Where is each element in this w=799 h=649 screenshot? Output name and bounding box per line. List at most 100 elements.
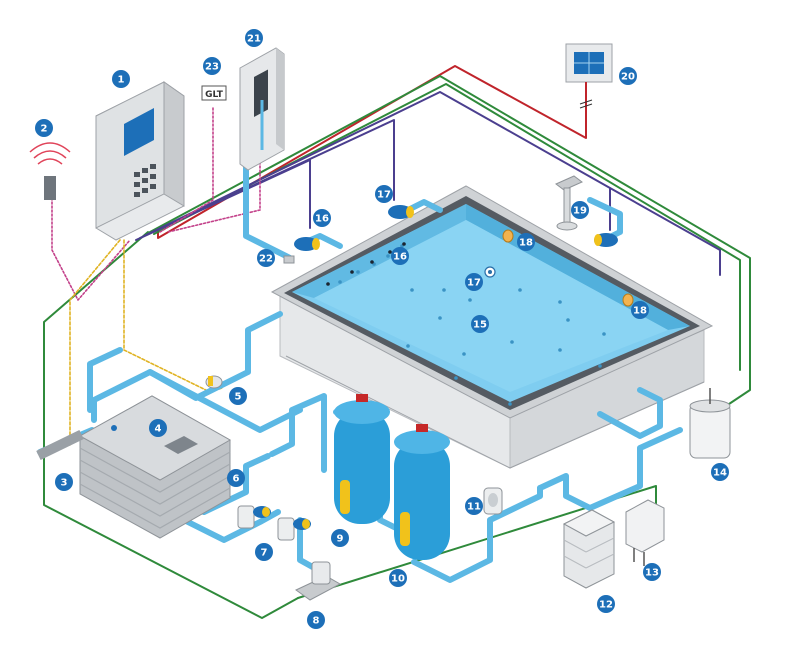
- pool-drain-pipe: [587, 427, 683, 511]
- pool-wall-edge: [285, 355, 511, 469]
- purple-control-wire-3: [135, 159, 311, 241]
- callout-badge-circle: [149, 419, 167, 437]
- callout-badge-5: 5: [229, 387, 247, 405]
- callout-badge-label: 9: [337, 534, 344, 545]
- control-cabinet: [95, 81, 185, 241]
- wireless-sensor: [29, 142, 71, 200]
- feed-to-pool-pipe: [147, 369, 303, 433]
- callout-badge-label: 12: [599, 600, 613, 611]
- callout-badge-label: 23: [205, 62, 219, 73]
- callout-badge-9: 9: [331, 529, 349, 547]
- terminal-riser-pipe: [243, 149, 293, 261]
- callout-badge-label: 16: [393, 252, 407, 263]
- callout-badge-15: 15: [471, 315, 489, 333]
- dosing-unit: [295, 561, 342, 601]
- callout-badge-circle: [255, 543, 273, 561]
- callout-badge-circle: [597, 595, 615, 613]
- callout-badge-label: 22: [259, 254, 273, 265]
- power-unit: [625, 499, 665, 566]
- yellow-sensor-wire-2: [123, 239, 223, 393]
- wall-terminal: [239, 47, 285, 171]
- filter-supply-pipe: [269, 393, 327, 473]
- callout-badge-circle: [203, 57, 221, 75]
- jet-pump: [294, 237, 320, 251]
- callout-badge-circle: [517, 233, 535, 251]
- callout-badge-17: 17: [375, 185, 393, 203]
- remote-panel: [565, 43, 613, 114]
- callout-badge-circle: [465, 273, 483, 291]
- pool-inlet-pipe-right: [597, 387, 663, 439]
- red-signal-wire: [157, 65, 587, 239]
- callout-badge-circle: [245, 29, 263, 47]
- callout-badge-circle: [471, 315, 489, 333]
- callout-badge-label: 17: [467, 278, 481, 289]
- callout-badge-12: 12: [597, 595, 615, 613]
- floor-inlet-icon: [484, 266, 496, 278]
- heater-feed-pipe: [537, 473, 593, 511]
- cabinet-display: [124, 108, 154, 156]
- callout-badge-circle: [571, 201, 589, 219]
- callout-badge-7: 7: [255, 543, 273, 561]
- tank-feed-pipe: [87, 347, 123, 413]
- callout-badge-19: 19: [571, 201, 589, 219]
- callout-badge-14: 14: [711, 463, 729, 481]
- callout-badge-11: 11: [465, 497, 483, 515]
- callout-badge-label: 13: [645, 568, 659, 579]
- callout-badge-16: 16: [391, 247, 409, 265]
- callout-badge-circle: [643, 563, 661, 581]
- callout-badge-circle: [307, 611, 325, 629]
- callout-badge-label: 18: [519, 238, 533, 249]
- callout-badge-circle: [229, 387, 247, 405]
- callout-badge-label: 2: [41, 124, 48, 135]
- cabinet-switches: [134, 164, 156, 197]
- callout-badge-label: 3: [61, 478, 68, 489]
- sensor-cell: [483, 487, 503, 515]
- filter-output-pipe: [411, 485, 543, 583]
- callout-badge-21: 21: [245, 29, 263, 47]
- heat-exchanger-pipe: [36, 429, 84, 461]
- callout-badge-13: 13: [643, 563, 661, 581]
- callout-badge-circle: [711, 463, 729, 481]
- purple-control-wire-4: [609, 187, 721, 276]
- callout-badge-circle: [465, 497, 483, 515]
- callout-badge-2: 2: [35, 119, 53, 137]
- yellow-sensor-wire-1: [69, 239, 121, 446]
- glt-interface: GLT: [201, 85, 227, 101]
- callout-badge-16: 16: [313, 209, 331, 227]
- callout-badge-circle: [375, 185, 393, 203]
- callout-badge-label: 8: [313, 616, 320, 627]
- chemical-tank: [689, 388, 731, 459]
- callout-badge-circle: [389, 569, 407, 587]
- callout-badge-label: 11: [467, 502, 481, 513]
- green-ground-wire-outer: [149, 75, 751, 411]
- callout-badge-label: 18: [633, 306, 647, 317]
- callout-badge-10: 10: [389, 569, 407, 587]
- callout-badge-1: 1: [112, 70, 130, 88]
- callout-badge-circle: [391, 247, 409, 265]
- heater: [562, 509, 616, 589]
- sand-filter: [394, 424, 450, 560]
- callout-badge-circle: [619, 67, 637, 85]
- callout-badge-circle: [35, 119, 53, 137]
- circulation-pump: [277, 517, 311, 541]
- waterfall-spout: [555, 175, 583, 231]
- callout-badge-circle: [313, 209, 331, 227]
- callout-badge-label: 15: [473, 320, 487, 331]
- wall-light-icon: [502, 229, 514, 243]
- glt-label: GLT: [205, 90, 224, 100]
- main-return-pipe: [91, 311, 283, 423]
- wall-nozzles: [326, 242, 406, 286]
- callout-badge-circle: [112, 70, 130, 88]
- callout-badge-4: 4: [149, 419, 167, 437]
- callout-badge-23: 23: [203, 57, 221, 75]
- wall-light-icon: [622, 293, 634, 307]
- pink-data-wire-sensor: [51, 197, 131, 301]
- callout-badge-17: 17: [465, 273, 483, 291]
- callout-badge-label: 19: [573, 206, 587, 217]
- balance-tank: [36, 395, 232, 539]
- callout-badge-3: 3: [55, 473, 73, 491]
- pink-data-wire-glt: [159, 107, 214, 233]
- callout-badge-label: 10: [391, 574, 405, 585]
- callout-badge-label: 6: [233, 474, 240, 485]
